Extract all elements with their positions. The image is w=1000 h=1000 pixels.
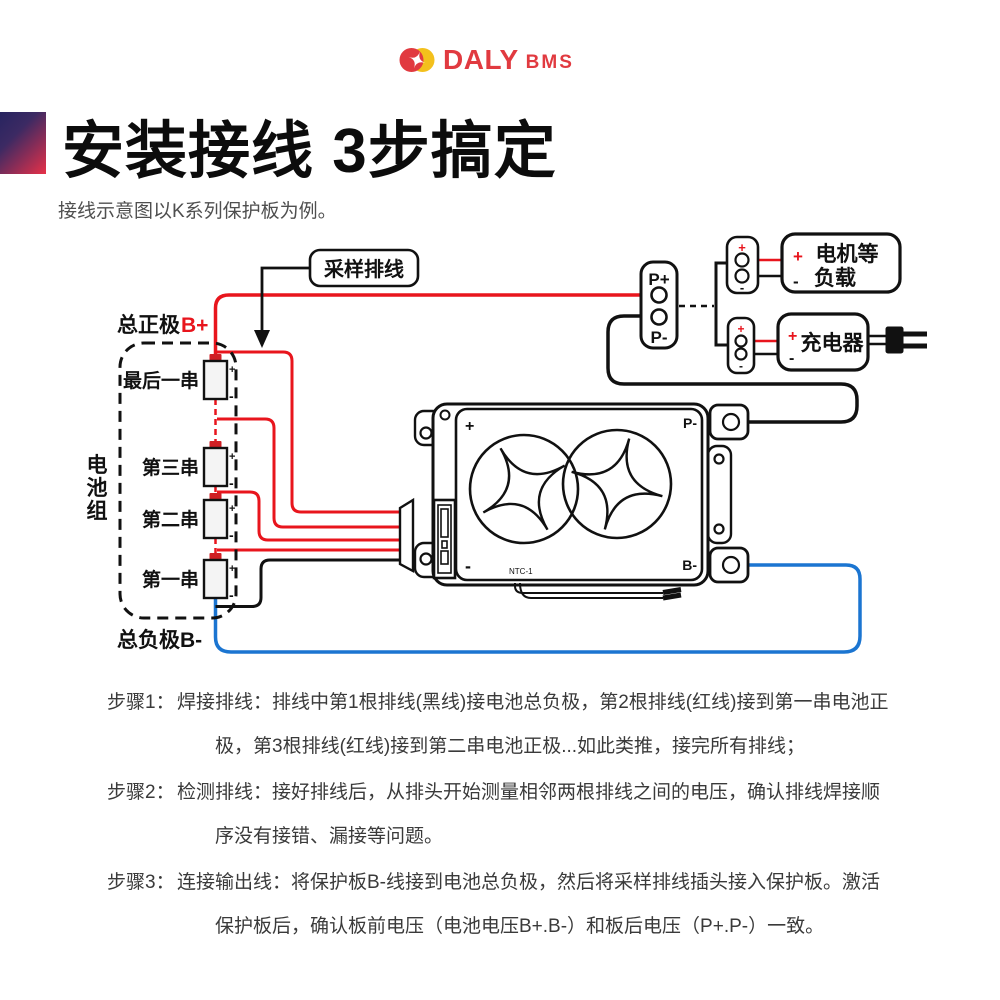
board-ntc-label: NTC-1 — [509, 567, 533, 576]
battery-cells: + - + - + - + - — [202, 354, 235, 603]
step-3-line-2: 保护板后，确认板前电压（电池电压B+.B-）和板后电压（P+.P-）一致。 — [215, 915, 825, 937]
callout-box — [308, 248, 420, 288]
load-label-line2: 负载 — [814, 266, 856, 290]
pack-label-char: 池 — [87, 477, 108, 500]
cell-second — [202, 498, 229, 540]
step-1: 步骤1： 焊接排线：排线中第1根排线(黑线)接电池总负极，第2根排线(红线)接到… — [107, 681, 967, 768]
p-plus-label: P+ — [648, 270, 669, 289]
power-plug-icon — [868, 326, 927, 354]
logo-suffix-text: BMS — [525, 51, 574, 73]
step-2-label: 步骤2： — [107, 782, 175, 803]
sampling-callout: 采样排线 — [254, 248, 420, 348]
sample-wire-4-red — [217, 417, 401, 529]
board-screw-hole — [439, 409, 451, 421]
charger-connector-minus: - — [739, 359, 743, 373]
page-title: 安装接线 3步搞定 — [62, 117, 557, 186]
step-3-line-1: 连接输出线：将保护板B-线接到电池总负极，然后将采样排线插头接入保护板。激活 — [177, 872, 881, 893]
charger-box: + - 充电器 — [776, 312, 870, 372]
step-1-line-2: 极，第3根排线(红线)接到第二串电池正极...如此类推，接完所有排线； — [215, 735, 806, 757]
title-accent-block — [0, 112, 46, 174]
ntc-sensor-wires — [514, 582, 682, 601]
board-sampling-socket — [432, 498, 457, 580]
p-minus-label: P- — [651, 328, 668, 347]
step-1-text: 焊接排线：排线中第1根排线(黑线)接电池总负极，第2根排线(红线)接到第一串电池… — [177, 681, 967, 768]
page-subtitle: 接线示意图以K系列保护板为例。 — [58, 201, 337, 222]
wire-b-minus-blue — [213, 563, 862, 654]
callout-leader-line — [260, 266, 310, 332]
bms-board: + P- - B- NTC-1 — [431, 402, 710, 587]
load-connector-minus: - — [740, 280, 744, 295]
callout-arrowhead — [254, 330, 270, 348]
step-1-line-1: 焊接排线：排线中第1根排线(黑线)接电池总负极，第2根排线(红线)接到第一串电池… — [177, 692, 889, 713]
charger-connector-plus: + — [737, 322, 744, 336]
step-1-label: 步骤1： — [107, 692, 175, 713]
instruction-steps: 步骤1： 焊接排线：排线中第1根排线(黑线)接电池总负极，第2根排线(红线)接到… — [107, 681, 967, 951]
cell-minus-mark: - — [229, 475, 234, 491]
daly-logo-icon — [399, 48, 435, 72]
wire-p-minus-black — [606, 314, 859, 424]
cell-label-third: 第三串 — [142, 456, 199, 479]
pack-label-char: 电 — [87, 454, 108, 477]
step-2-line-1: 检测排线：接好排线后，从排头开始测量相邻两根排线之间的电压，确认排线焊接顺 — [177, 782, 881, 803]
label-total-negative: 总负极B- — [117, 628, 202, 652]
cell-last — [202, 359, 229, 401]
load-minus-mark: - — [793, 272, 799, 291]
charger-label: 充电器 — [801, 331, 865, 355]
logo-brand-text: DALY — [443, 44, 519, 75]
load-box: + - 电机等 负载 — [780, 232, 902, 294]
label-total-positive: 总正极 — [117, 313, 181, 337]
label-b-plus: B+ — [181, 314, 208, 337]
p-minus-terminal — [650, 308, 668, 326]
cell-label-last: 最后一串 — [123, 370, 199, 392]
daly-bms-logo: DALY BMS — [398, 44, 574, 76]
cell-third — [202, 446, 229, 488]
wire-b-plus-red — [213, 293, 655, 362]
board-b-minus-label: B- — [682, 557, 697, 573]
charger-connector: + - — [726, 316, 756, 375]
step-3-label: 步骤3： — [107, 872, 175, 893]
cell-minus-mark: - — [229, 388, 234, 404]
battery-pack-border — [118, 341, 238, 620]
sampling-plug — [398, 497, 415, 574]
step-3: 步骤3： 连接输出线：将保护板B-线接到电池总负极，然后将采样排线插头接入保护板… — [107, 861, 967, 948]
step-2-text: 检测排线：接好排线后，从排头开始测量相邻两根排线之间的电压，确认排线焊接顺 序没… — [177, 771, 967, 858]
board-minus-mark: - — [465, 556, 471, 576]
load-plus-mark: + — [793, 247, 803, 266]
cell-label-second: 第二串 — [142, 508, 199, 531]
cell-first — [202, 558, 229, 600]
load-label-line1: 电机等 — [816, 242, 879, 266]
board-daly-logo — [468, 428, 673, 545]
cell-plus-mark: + — [229, 364, 235, 376]
pack-label-char: 组 — [87, 499, 108, 523]
charger-minus-mark: - — [789, 350, 794, 367]
sample-wire-5-red — [217, 350, 401, 514]
cell-minus-mark: - — [229, 527, 234, 543]
junction-branch — [714, 261, 729, 347]
charger-plus-mark: + — [788, 328, 797, 345]
sample-wire-1-black — [215, 558, 401, 608]
cell-plus-mark: + — [229, 503, 235, 515]
board-p-minus-label: P- — [683, 415, 697, 431]
sample-wire-3-red — [217, 490, 401, 542]
cell-label-first: 第一串 — [142, 568, 199, 591]
cell-plus-mark: + — [229, 451, 235, 463]
step-3-text: 连接输出线：将保护板B-线接到电池总负极，然后将采样排线插头接入保护板。激活 保… — [177, 861, 967, 948]
cell-minus-mark: - — [229, 587, 234, 603]
p-plus-terminal — [650, 286, 668, 304]
load-connector: + - — [725, 235, 760, 295]
board-plus-mark: + — [465, 418, 474, 435]
load-connector-plus: + — [738, 240, 746, 255]
step-2-line-2: 序没有接错、漏接等问题。 — [215, 825, 444, 847]
board-tab-holes — [419, 412, 741, 575]
output-connector: P+ P- — [639, 260, 679, 350]
callout-label: 采样排线 — [324, 257, 404, 281]
step-2: 步骤2： 检测排线：接好排线后，从排头开始测量相邻两根排线之间的电压，确认排线焊… — [107, 771, 967, 858]
cell-plus-mark: + — [229, 563, 235, 575]
